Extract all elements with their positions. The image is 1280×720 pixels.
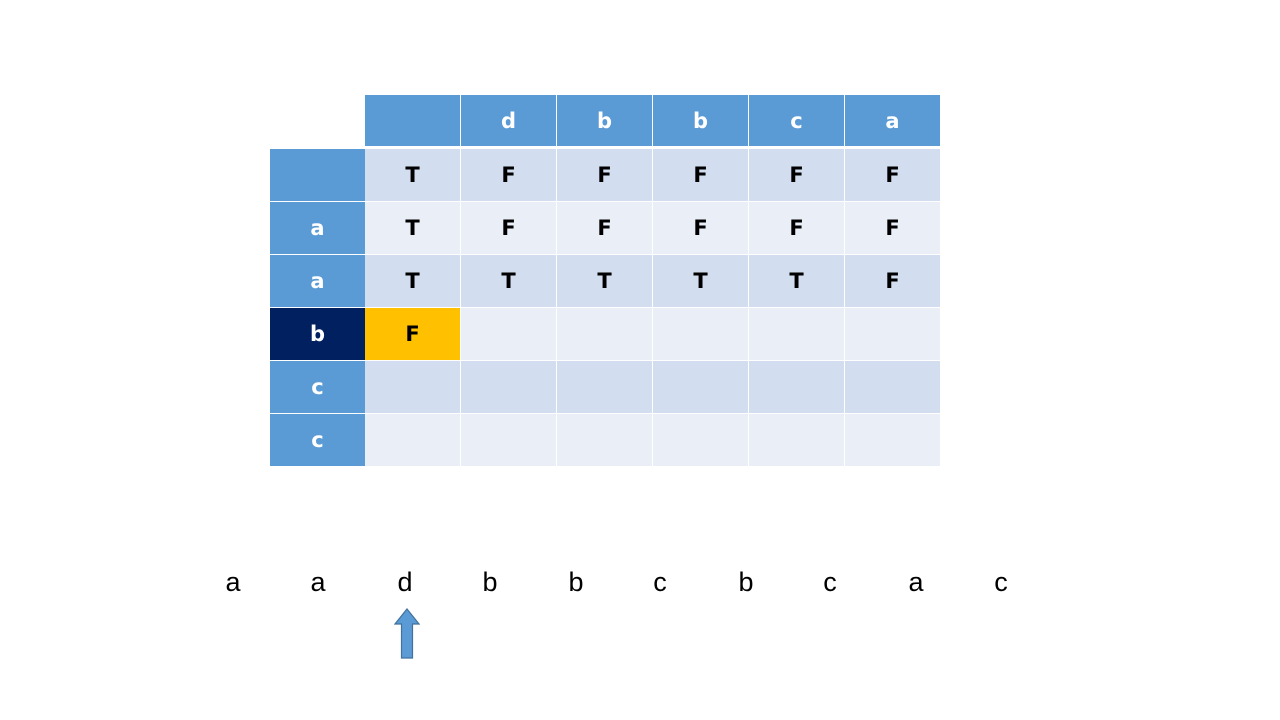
table-cell: [749, 361, 844, 413]
table-cell: [653, 361, 748, 413]
row-header: c: [270, 361, 365, 413]
table-cell: [749, 414, 844, 466]
column-header: b: [653, 95, 748, 146]
table-cell: T: [749, 255, 844, 307]
table-cell: F: [845, 202, 940, 254]
table-cell: [749, 308, 844, 360]
sequence-char: c: [823, 567, 837, 597]
sequence-char: b: [738, 567, 754, 597]
row-header: c: [270, 414, 365, 466]
table-cell: [557, 414, 652, 466]
table-cell: [653, 308, 748, 360]
table-cell: F: [749, 202, 844, 254]
sequence-char: b: [568, 567, 584, 597]
current-cell: F: [365, 308, 460, 360]
table-cell: [557, 308, 652, 360]
sequence-char: c: [653, 567, 667, 597]
table-cell: T: [365, 202, 460, 254]
sequence-char: a: [310, 567, 326, 597]
column-header: [365, 95, 460, 146]
table-cell: T: [365, 255, 460, 307]
column-header: c: [749, 95, 844, 146]
table-cell: F: [557, 149, 652, 201]
sequence-char: d: [397, 567, 413, 597]
table-cell: T: [557, 255, 652, 307]
table-cell: F: [461, 202, 556, 254]
table-cell: T: [365, 149, 460, 201]
table-cell: [365, 361, 460, 413]
row-header: a: [270, 202, 365, 254]
column-header: d: [461, 95, 556, 146]
table-cell: F: [653, 202, 748, 254]
table-cell: [461, 308, 556, 360]
table-cell: F: [749, 149, 844, 201]
sequence-char: c: [994, 567, 1008, 597]
table-cell: [461, 361, 556, 413]
table-cell: [653, 414, 748, 466]
table-cell: T: [461, 255, 556, 307]
column-header: b: [557, 95, 652, 146]
table-cell: F: [653, 149, 748, 201]
table-cell: [461, 414, 556, 466]
table-cell: F: [461, 149, 556, 201]
column-header: a: [845, 95, 940, 146]
table-cell: F: [557, 202, 652, 254]
table-cell: [845, 414, 940, 466]
table-cell: [557, 361, 652, 413]
sequence-char: a: [225, 567, 241, 597]
row-header: [270, 149, 365, 201]
table-cell: [845, 361, 940, 413]
table-cell: T: [653, 255, 748, 307]
table-cell: F: [845, 255, 940, 307]
table-cell: F: [845, 149, 940, 201]
table-cell: [365, 414, 460, 466]
row-header-current: b: [270, 308, 365, 360]
up-arrow-icon: [394, 608, 420, 659]
row-header: a: [270, 255, 365, 307]
sequence-char: b: [482, 567, 498, 597]
table-cell: [845, 308, 940, 360]
sequence-char: a: [908, 567, 924, 597]
